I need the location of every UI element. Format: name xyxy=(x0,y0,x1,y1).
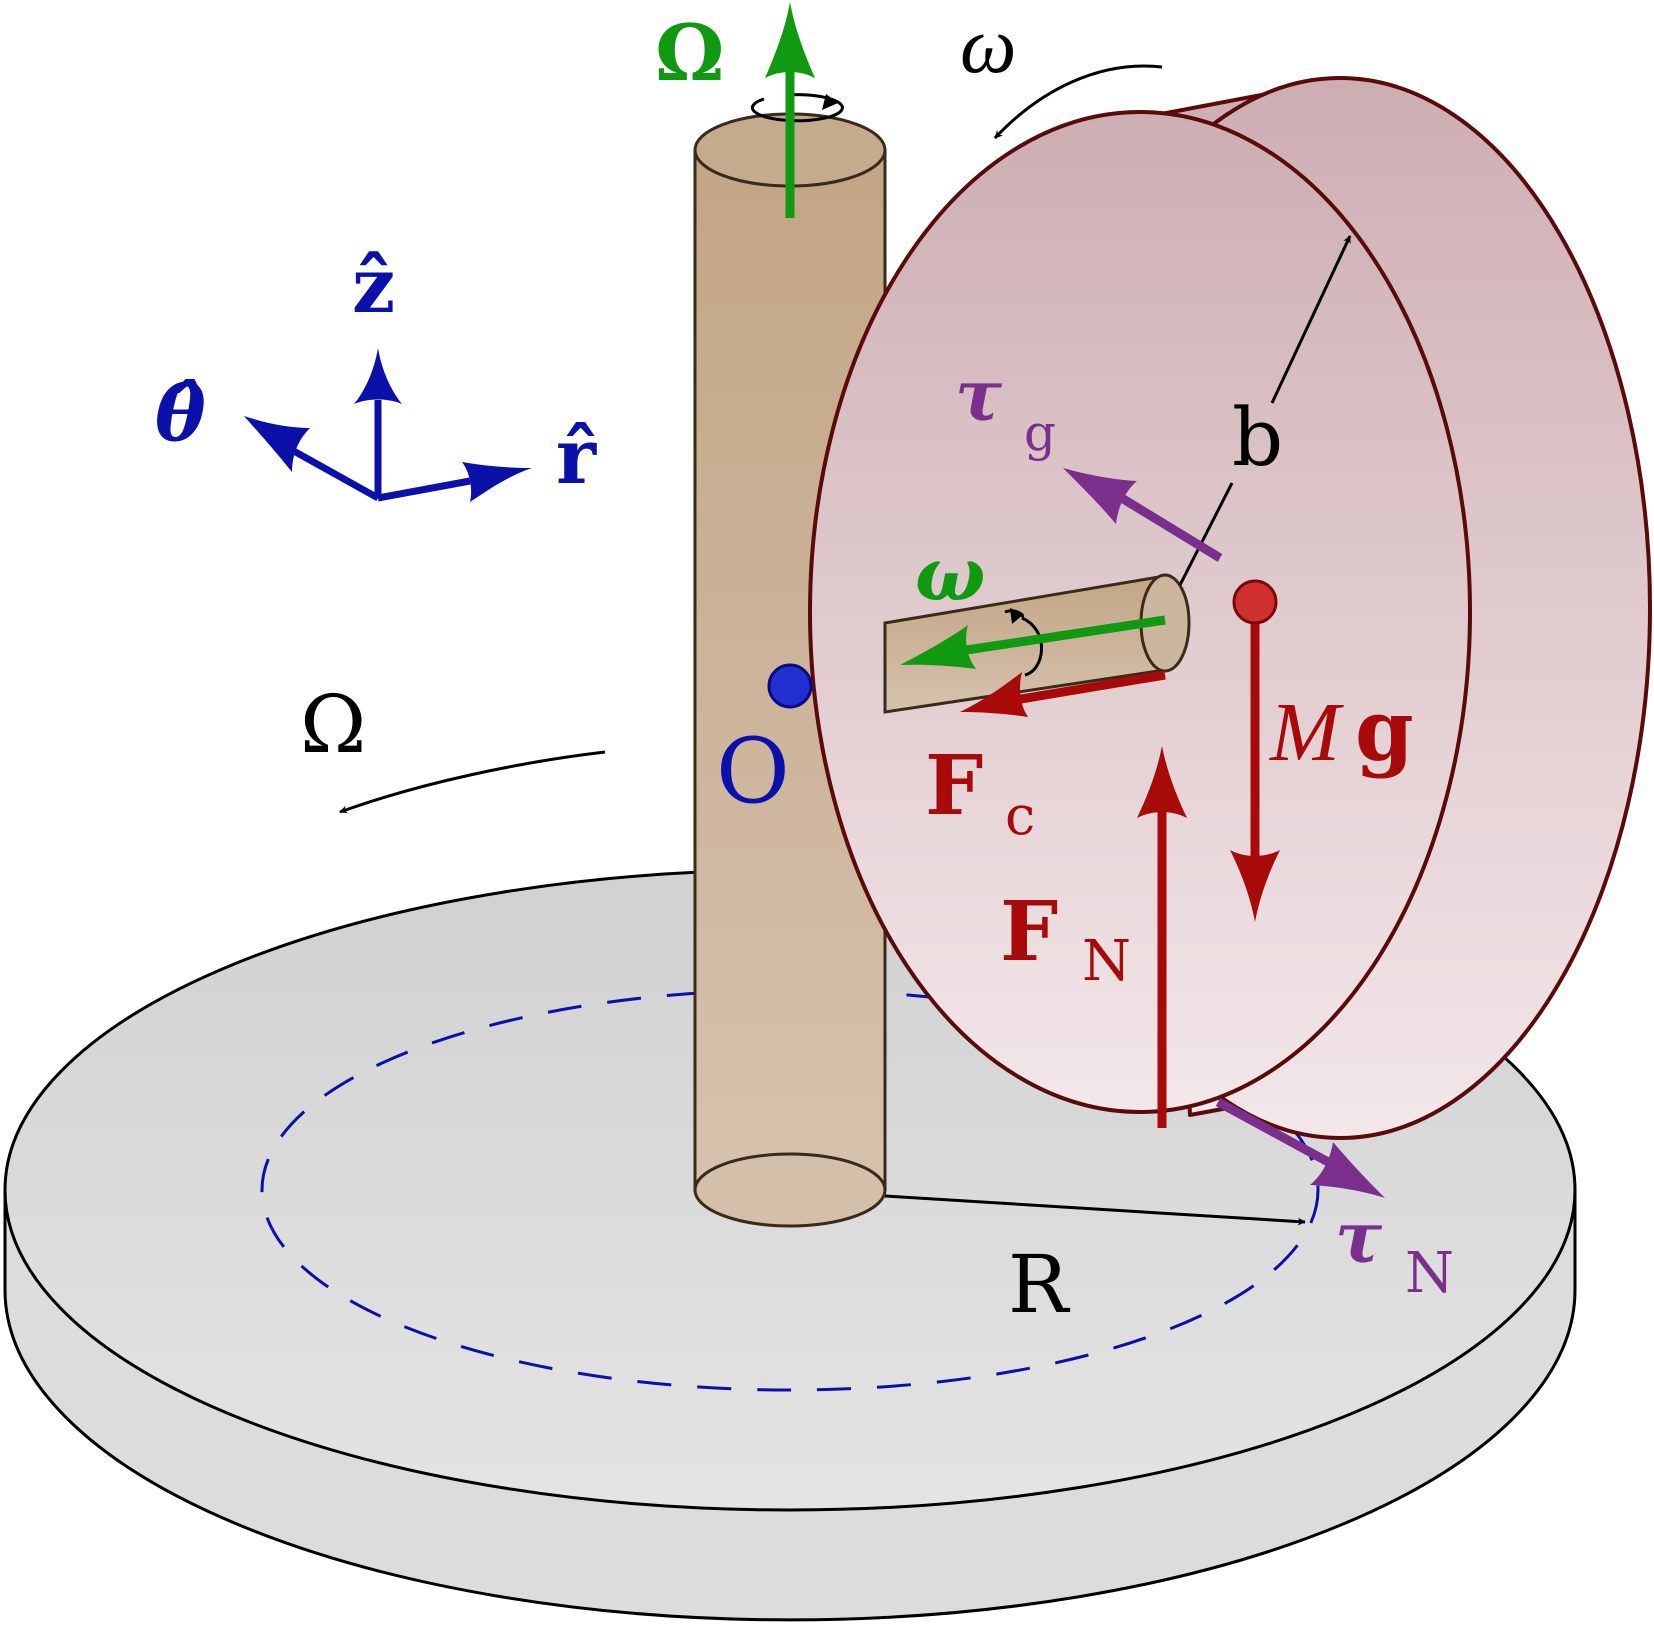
label-tau-g: τ xyxy=(955,354,1003,437)
label-Fc: F xyxy=(925,738,983,834)
label-omega-top: ω xyxy=(960,2,1016,90)
label-theta-hat: θ̂ xyxy=(155,369,206,458)
label-tau-N: τ xyxy=(1335,1196,1383,1279)
tau-N-vector xyxy=(1215,1098,1385,1198)
unit-vector-triad xyxy=(244,348,532,502)
Fc-vector xyxy=(960,670,1166,717)
radius-R-arrow xyxy=(884,1194,1306,1226)
label-FN: F xyxy=(1000,884,1058,980)
label-Fc-sub: c xyxy=(1005,784,1035,847)
axle-rotation-marker xyxy=(1004,608,1043,677)
omega-rotation-arrow xyxy=(993,64,1163,140)
label-omega-axle: ω xyxy=(915,532,985,618)
radius-b-arrow xyxy=(1178,235,1352,586)
label-Omega-top: Ω xyxy=(655,8,724,99)
origin-point xyxy=(767,663,813,709)
top-rotation-marker xyxy=(750,93,844,123)
label-M: M xyxy=(1269,686,1344,779)
FN-vector xyxy=(1137,746,1187,1128)
label-g: g xyxy=(1355,681,1414,780)
label-FN-sub: N xyxy=(1082,929,1131,994)
omega-vector xyxy=(900,615,1166,669)
label-b: b xyxy=(1232,391,1283,484)
center-of-mass-point xyxy=(1232,579,1278,625)
label-r-hat: r̂ xyxy=(556,412,597,501)
label-tau-g-sub: g xyxy=(1024,404,1056,462)
label-O: O xyxy=(716,719,790,824)
Omega-vector xyxy=(765,2,815,218)
Omega-rotation-arrow xyxy=(339,750,606,814)
label-z-hat: ẑ xyxy=(352,241,395,330)
tau-g-vector xyxy=(1063,468,1223,562)
Mg-vector xyxy=(1230,620,1280,922)
label-tau-N-sub: N xyxy=(1405,1241,1454,1306)
label-Omega-left: Ω xyxy=(300,678,366,771)
label-R: R xyxy=(1008,1238,1071,1331)
